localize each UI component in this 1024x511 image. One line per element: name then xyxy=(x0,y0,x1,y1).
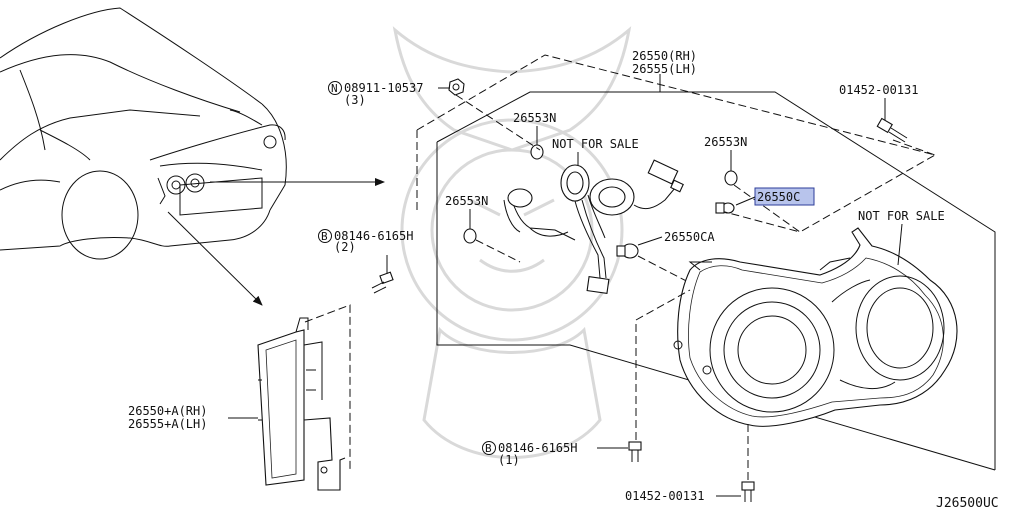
label-grommet-1: 26553N xyxy=(513,111,556,125)
headlamp-housing xyxy=(673,227,958,427)
label-screw-upper-qty: (2) xyxy=(334,240,356,254)
label-screw-prefix-upper: B xyxy=(321,230,328,243)
bolt-01452-top xyxy=(876,117,908,143)
bolt-01452-bottom xyxy=(741,481,755,502)
grommet-3 xyxy=(463,228,477,244)
harness-socket-assembly xyxy=(503,159,684,294)
label-bolt-bottom: 01452-00131 xyxy=(625,489,704,503)
bulb-26550ca xyxy=(616,243,639,259)
car-rear-illustration xyxy=(0,7,287,260)
label-screw-lower-qty: (1) xyxy=(498,453,520,467)
label-side-lamp-rh: 26550+A(RH) xyxy=(128,404,207,418)
label-headlamp-lh: 26555(LH) xyxy=(632,62,697,76)
label-screw-upper: 08146-6165H xyxy=(334,229,413,243)
label-bolt-top-right: 01452-00131 xyxy=(839,83,918,97)
label-headlamp-rh: 26550(RH) xyxy=(632,49,697,63)
screw-upper xyxy=(371,271,394,294)
label-not-for-sale-housing: NOT FOR SALE xyxy=(858,209,945,223)
label-bulb-26550ca: 26550CA xyxy=(664,230,715,244)
label-diagram-code: J26500UC xyxy=(936,496,999,511)
watermark-emblem xyxy=(392,26,632,459)
side-lamp-leader xyxy=(304,304,351,470)
label-nut-qty: (3) xyxy=(344,93,366,107)
label-nut-part: 08911-10537 xyxy=(344,81,423,95)
grommet-1 xyxy=(530,144,544,160)
label-nut-prefix: N xyxy=(331,82,338,95)
screw-lower xyxy=(628,441,642,462)
nut-prefix-circle xyxy=(328,81,342,95)
label-grommet-2: 26553N xyxy=(704,135,747,149)
side-lamp-assembly xyxy=(257,317,346,491)
label-screw-prefix-lower: B xyxy=(485,442,492,455)
bulb-26550c xyxy=(715,202,735,214)
label-grommet-3: 26553N xyxy=(445,194,488,208)
labels: 26550(RH) 26555(LH) N 08911-10537 (3) 01… xyxy=(128,49,999,511)
nut-08911-10537 xyxy=(448,78,465,96)
label-screw-lower: 08146-6165H xyxy=(498,441,577,455)
label-bulb-26550c: 26550C xyxy=(757,190,800,204)
label-not-for-sale-harness: NOT FOR SALE xyxy=(552,137,639,151)
grommet-2 xyxy=(724,170,738,186)
label-side-lamp-lh: 26555+A(LH) xyxy=(128,417,207,431)
highlight-box-26550c xyxy=(754,187,815,206)
arrow-to-side-lamp xyxy=(167,211,263,306)
